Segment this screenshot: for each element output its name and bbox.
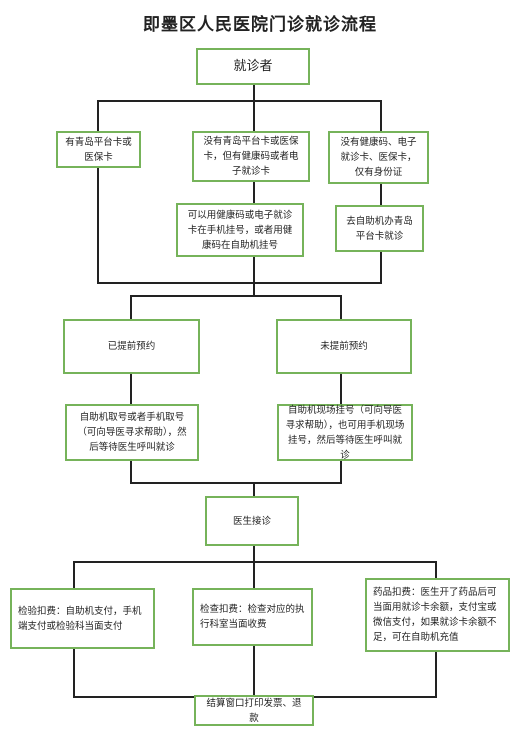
node-label: 未提前预约 — [320, 341, 368, 352]
connector — [253, 256, 255, 283]
connector — [253, 100, 255, 132]
node-booked: 已提前预约 — [63, 319, 200, 374]
node-id-only: 没有健康码、电子就诊卡、医保卡，仅有身份证 — [328, 131, 429, 184]
node-booked-step: 自助机取号或者手机取号（可向导医寻求帮助），然后等待医生呼叫就诊 — [65, 404, 199, 461]
node-exam-fee: 检查扣费：检查对应的执行科室当面收费 — [192, 588, 313, 646]
node-label: 检验扣费：自助机支付，手机端支付或检验科当面支付 — [18, 605, 142, 632]
connector — [380, 100, 382, 132]
node-label: 没有健康码、电子就诊卡、医保卡，仅有身份证 — [340, 137, 417, 178]
connector — [130, 373, 132, 405]
connector — [130, 482, 342, 484]
node-not-booked: 未提前预约 — [276, 319, 412, 374]
connector — [253, 282, 255, 296]
connector — [130, 460, 132, 483]
node-label: 结算窗口打印发票、退款 — [206, 697, 302, 724]
connector — [253, 482, 255, 497]
connector — [253, 181, 255, 204]
node-label: 药品扣费：医生开了药品后可当面用就诊卡余额，支付宝或微信支付，如果就诊卡余额不足… — [373, 587, 497, 643]
connector — [253, 545, 255, 562]
node-doctor: 医生接诊 — [205, 496, 299, 546]
node-label: 就诊者 — [233, 59, 273, 74]
node-label: 去自助机办青岛平台卡就诊 — [346, 215, 413, 242]
connector — [97, 282, 382, 284]
node-lab-fee: 检验扣费：自助机支付，手机端支付或检验科当面支付 — [10, 588, 155, 649]
node-label: 自助机现场挂号（可向导医寻求帮助），也可用手机现场挂号，然后等待医生呼叫就诊 — [285, 404, 405, 461]
node-use-code: 可以用健康码或电子就诊卡在手机挂号，或者用健康码在自助机挂号 — [176, 203, 304, 257]
connector — [380, 183, 382, 206]
node-no-card-has-code: 没有青岛平台卡或医保卡，但有健康码或者电子就诊卡 — [192, 131, 310, 182]
connector — [130, 295, 132, 320]
page-title: 即墨区人民医院门诊就诊流程 — [143, 15, 377, 35]
connector — [253, 561, 255, 589]
node-label: 可以用健康码或电子就诊卡在手机挂号，或者用健康码在自助机挂号 — [187, 209, 293, 251]
connector — [97, 167, 99, 283]
node-settle: 结算窗口打印发票、退款 — [194, 695, 314, 726]
connector — [97, 100, 99, 132]
node-label: 已提前预约 — [107, 341, 156, 352]
node-label: 医生接诊 — [232, 515, 271, 527]
node-drug-fee: 药品扣费：医生开了药品后可当面用就诊卡余额，支付宝或微信支付，如果就诊卡余额不足… — [365, 578, 510, 652]
connector — [97, 100, 382, 102]
connector — [130, 295, 342, 297]
connector — [73, 561, 437, 563]
connector — [253, 84, 255, 101]
node-patient: 就诊者 — [196, 48, 310, 85]
connector — [380, 251, 382, 283]
connector — [340, 460, 342, 483]
connector — [253, 645, 255, 697]
node-label: 没有青岛平台卡或医保卡，但有健康码或者电子就诊卡 — [203, 136, 299, 177]
connector — [435, 561, 437, 579]
node-label: 有青岛平台卡或医保卡 — [65, 136, 132, 163]
node-not-booked-step: 自助机现场挂号（可向导医寻求帮助），也可用手机现场挂号，然后等待医生呼叫就诊 — [277, 404, 413, 461]
node-get-card: 去自助机办青岛平台卡就诊 — [335, 205, 424, 252]
connector — [73, 648, 75, 697]
connector — [340, 295, 342, 320]
node-label: 检查扣费：检查对应的执行科室当面收费 — [200, 604, 305, 630]
node-has-card: 有青岛平台卡或医保卡 — [56, 131, 141, 168]
connector — [340, 373, 342, 405]
connector — [73, 561, 75, 589]
connector — [435, 651, 437, 697]
node-label: 自助机取号或者手机取号（可向导医寻求帮助），然后等待医生呼叫就诊 — [77, 412, 187, 453]
